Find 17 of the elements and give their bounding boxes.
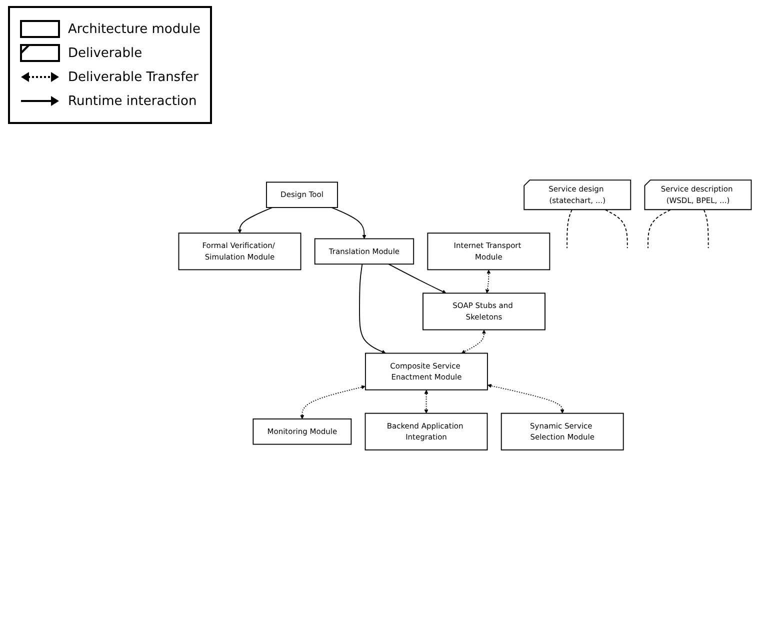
arrow <box>359 264 386 354</box>
connector <box>704 209 709 249</box>
arrow <box>238 207 273 234</box>
arrow <box>424 390 428 414</box>
arrow <box>300 385 366 420</box>
legend-text: Architecture module <box>68 22 200 36</box>
arrow <box>388 264 446 294</box>
connector <box>605 209 628 249</box>
arrow <box>487 384 564 414</box>
arrow <box>461 330 486 354</box>
legend-text: Deliverable <box>68 46 142 60</box>
legend-text: Runtime interaction <box>68 94 197 108</box>
connector <box>648 209 671 249</box>
legend-text: Deliverable Transfer <box>68 70 199 84</box>
arrow <box>331 207 366 239</box>
connector <box>566 209 572 249</box>
arrow <box>485 270 491 294</box>
